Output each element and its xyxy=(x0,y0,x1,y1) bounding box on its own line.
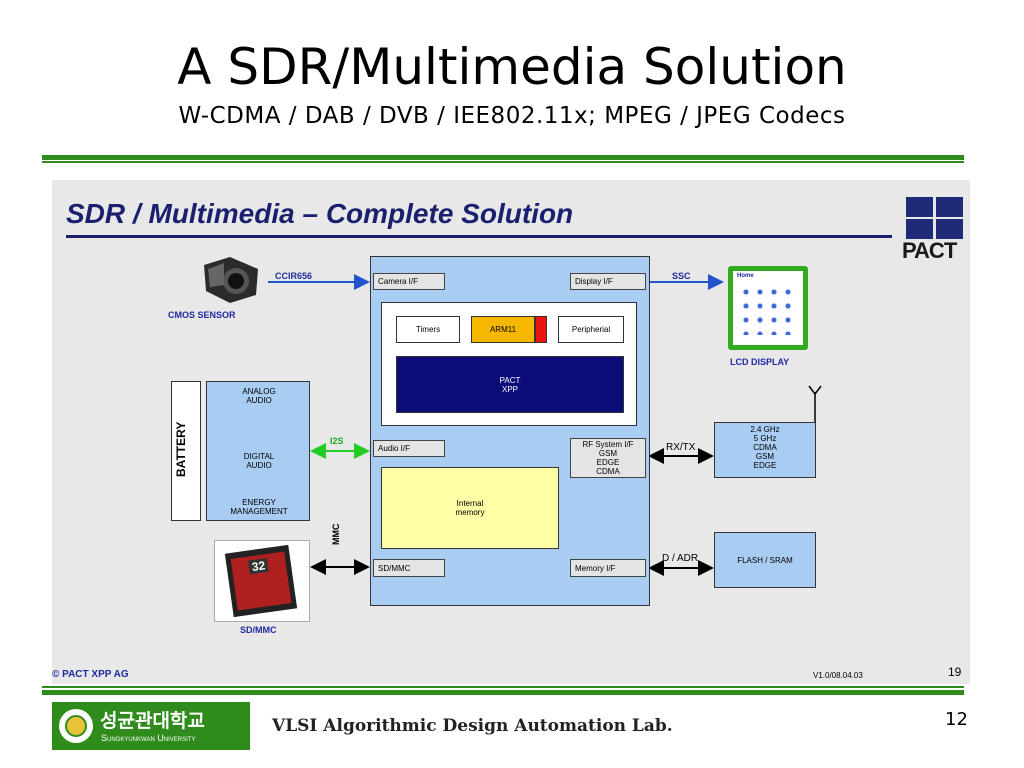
camera-if: Camera I/F xyxy=(373,273,445,290)
dadr-label: D / ADR xyxy=(662,553,699,564)
pact-xpp-block: PACT XPP xyxy=(396,356,624,413)
arm11-accent xyxy=(535,316,547,343)
footer-rule xyxy=(42,690,964,695)
rf-block: 2.4 GHz 5 GHz CDMA GSM EDGE xyxy=(714,422,816,478)
pact-logo-text: PACT xyxy=(902,238,957,263)
lab-name: VLSI Algorithmic Design Automation Lab. xyxy=(272,716,673,736)
mmc-label: MMC xyxy=(331,523,341,546)
camera-icon xyxy=(200,255,262,305)
internal-memory: Internal memory xyxy=(381,467,559,549)
sd-label: SD/MMC xyxy=(240,625,277,635)
slide-subtitle: W-CDMA / DAB / DVB / IEE802.11x; MPEG / … xyxy=(178,103,846,129)
university-name-english: Sungkyunkwan University xyxy=(101,733,196,743)
memory-if: Memory I/F xyxy=(570,559,646,577)
lcd-label: LCD DISPLAY xyxy=(730,357,790,367)
battery-label: BATTERY xyxy=(174,421,188,477)
digital-audio-label: DIGITAL AUDIO xyxy=(243,452,275,470)
university-emblem-icon xyxy=(59,709,93,743)
phone-screen-title: Home xyxy=(737,273,754,279)
battery-box: BATTERY xyxy=(171,381,201,521)
sd-card-icon: 32 xyxy=(224,544,298,618)
i2s-label: I2S xyxy=(330,436,344,446)
diagram-version: V1.0/08.04.03 xyxy=(813,671,863,680)
university-name-korean: 성균관대학교 xyxy=(100,710,205,732)
rf-system-if: RF System I/F GSM EDGE CDMA xyxy=(570,438,646,478)
sd-card-capacity: 32 xyxy=(248,557,270,575)
sd-card-frame: 32 xyxy=(214,540,310,622)
slide-number: 12 xyxy=(945,709,968,730)
display-if: Display I/F xyxy=(570,273,646,290)
cmos-label: CMOS SENSOR xyxy=(168,310,236,320)
title-rule-thin xyxy=(42,161,964,163)
phone-app-grid xyxy=(739,285,797,335)
phone-icon: Home xyxy=(728,266,808,350)
flash-sram-block: FLASH / SRAM xyxy=(714,532,816,588)
rxtx-label: RX/TX xyxy=(666,442,696,453)
sdmmc-if: SD/MMC xyxy=(373,559,445,577)
university-logo: 성균관대학교 Sungkyunkwan University xyxy=(52,702,250,750)
peripheral-block: Peripherial xyxy=(558,316,624,343)
pact-xpp-label: PACT XPP xyxy=(499,375,521,394)
footer-rule-thin xyxy=(42,686,964,688)
ssc-label: SSC xyxy=(672,271,691,281)
audio-if: Audio I/F xyxy=(373,440,445,457)
energy-mgmt-label: ENERGY MANAGEMENT xyxy=(230,498,288,516)
timers-block: Timers xyxy=(396,316,460,343)
analog-audio-label: ANALOG AUDIO xyxy=(242,387,276,405)
title-rule xyxy=(42,155,964,160)
diagram-page-number: 19 xyxy=(948,665,962,679)
arm11-block: ARM11 xyxy=(471,316,535,343)
diagram-heading: SDR / Multimedia – Complete Solution xyxy=(66,198,574,229)
diagram-copyright: © PACT XPP AG xyxy=(52,669,129,680)
ccir656-label: CCIR656 xyxy=(275,271,313,281)
slide-title: A SDR/Multimedia Solution xyxy=(177,38,847,96)
diagram-heading-underline xyxy=(66,235,892,238)
pact-logo xyxy=(906,197,964,239)
audio-energy-block: ANALOG AUDIO DIGITAL AUDIO ENERGY MANAGE… xyxy=(206,381,310,521)
